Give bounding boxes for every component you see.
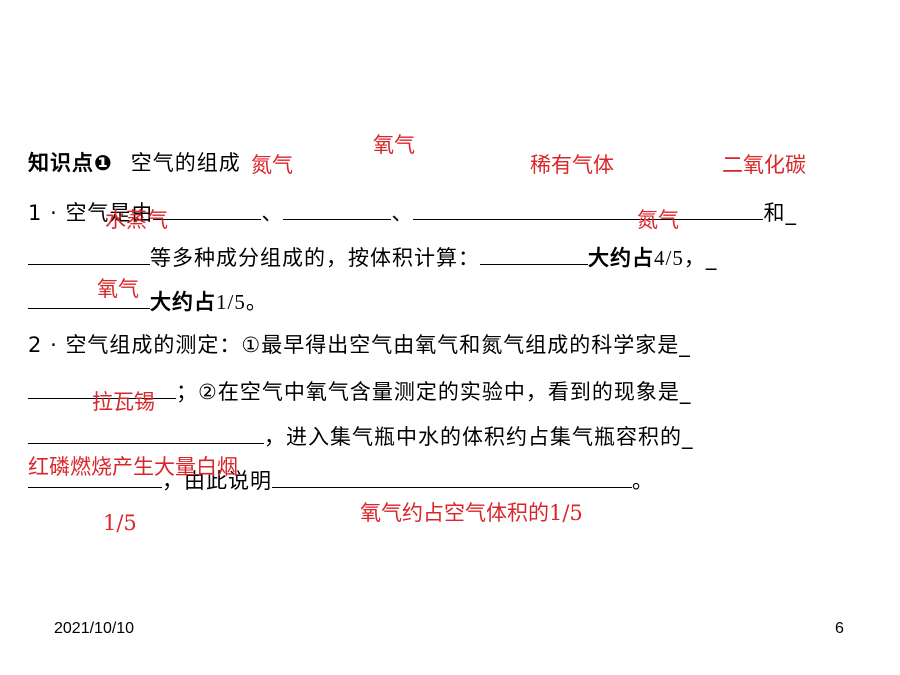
q2-blank-4[interactable] bbox=[272, 467, 632, 488]
q1-blank-3[interactable] bbox=[413, 199, 764, 220]
footer-date: 2021/10/10 bbox=[54, 620, 135, 637]
q1-sep-2: 、 bbox=[391, 201, 414, 225]
section-title: 空气的组成 bbox=[130, 151, 241, 175]
knowledge-point-label: 知识点❶ bbox=[28, 151, 113, 175]
q2-dot: · bbox=[50, 333, 58, 357]
q1-blank-6[interactable] bbox=[28, 288, 150, 309]
q2-line-3: ，进入集气瓶中水的体积约占集气瓶容积的_ bbox=[28, 423, 694, 450]
q1-blank-5[interactable] bbox=[480, 244, 588, 265]
answer-conclusion: 氧气约占空气体积的1/5 bbox=[360, 501, 583, 525]
answer-water-vapor: 水蒸气 bbox=[105, 208, 168, 232]
page-number: 6 bbox=[835, 620, 844, 637]
answer-nitrogen-2: 氮气 bbox=[637, 208, 679, 232]
q1-number: 1 bbox=[28, 201, 43, 225]
q2-trail-3: _ bbox=[682, 425, 694, 449]
q1-fraction-1-5: 1/5 bbox=[216, 290, 246, 314]
answer-oxygen-2: 氧气 bbox=[97, 277, 139, 301]
q2-blank-2[interactable] bbox=[28, 423, 264, 444]
q1-text-c: 大约占 bbox=[588, 246, 654, 270]
q1-blank-1[interactable] bbox=[153, 199, 262, 220]
q2-text-d: ，由此说明 bbox=[162, 469, 272, 493]
q1-line-3: 大约占1/5。 bbox=[28, 288, 268, 315]
q1-comma: ， bbox=[683, 246, 706, 270]
q1-line-1: 1 · 空气是由 、 、 和_ bbox=[28, 199, 797, 226]
q2-text-a: 空气组成的测定：①最早得出空气由氧气和氮气组成的科学家是 bbox=[65, 333, 680, 357]
q1-end: 。 bbox=[245, 290, 268, 314]
q1-trail-2: _ bbox=[705, 246, 718, 270]
q1-blank-4[interactable] bbox=[28, 244, 150, 265]
q1-dot: · bbox=[50, 201, 58, 225]
q2-end: 。 bbox=[632, 469, 654, 493]
q2-line-1: 2 · 空气组成的测定：①最早得出空气由氧气和氮气组成的科学家是_ bbox=[28, 332, 691, 358]
answer-oxygen: 氧气 bbox=[373, 133, 415, 157]
q2-text-c: ，进入集气瓶中水的体积约占集气瓶容积的 bbox=[264, 425, 682, 449]
q2-blank-3[interactable] bbox=[28, 467, 162, 488]
answer-phenomenon: 红磷燃烧产生大量白烟 bbox=[28, 455, 238, 479]
q2-trail-2: _ bbox=[679, 380, 692, 404]
q1-text-b: 等多种成分组成的，按体积计算： bbox=[150, 246, 480, 270]
q1-blank-2[interactable] bbox=[283, 199, 392, 220]
q2-number: 2 bbox=[28, 333, 43, 357]
q1-sep-1: 、 bbox=[261, 201, 284, 225]
q1-text-d: 大约占 bbox=[150, 290, 216, 314]
q1-fraction-4-5: 4/5 bbox=[654, 246, 684, 270]
q1-text-and: 和 bbox=[763, 201, 786, 225]
answer-nitrogen: 氮气 bbox=[251, 153, 293, 177]
answer-noble-gas: 稀有气体 bbox=[530, 153, 614, 177]
answer-carbon-dioxide: 二氧化碳 bbox=[722, 153, 806, 177]
answer-one-fifth: 1/5 bbox=[103, 511, 137, 535]
q2-text-b: ；②在空气中氧气含量测定的实验中，看到的现象是 bbox=[176, 380, 680, 404]
q1-line-2: 等多种成分组成的，按体积计算： 大约占4/5，_ bbox=[28, 244, 717, 271]
q2-line-2: ；②在空气中氧气含量测定的实验中，看到的现象是_ bbox=[28, 378, 691, 405]
q1-text-a: 空气是由 bbox=[65, 201, 154, 225]
answer-lavoisier: 拉瓦锡 bbox=[92, 390, 155, 414]
q2-blank-1[interactable] bbox=[28, 378, 176, 399]
q2-trail-1: _ bbox=[679, 333, 691, 357]
section-heading: 知识点❶ 空气的组成 bbox=[28, 150, 241, 176]
q2-line-4: ，由此说明 。 bbox=[28, 467, 654, 494]
q1-trail-1: _ bbox=[785, 201, 797, 225]
